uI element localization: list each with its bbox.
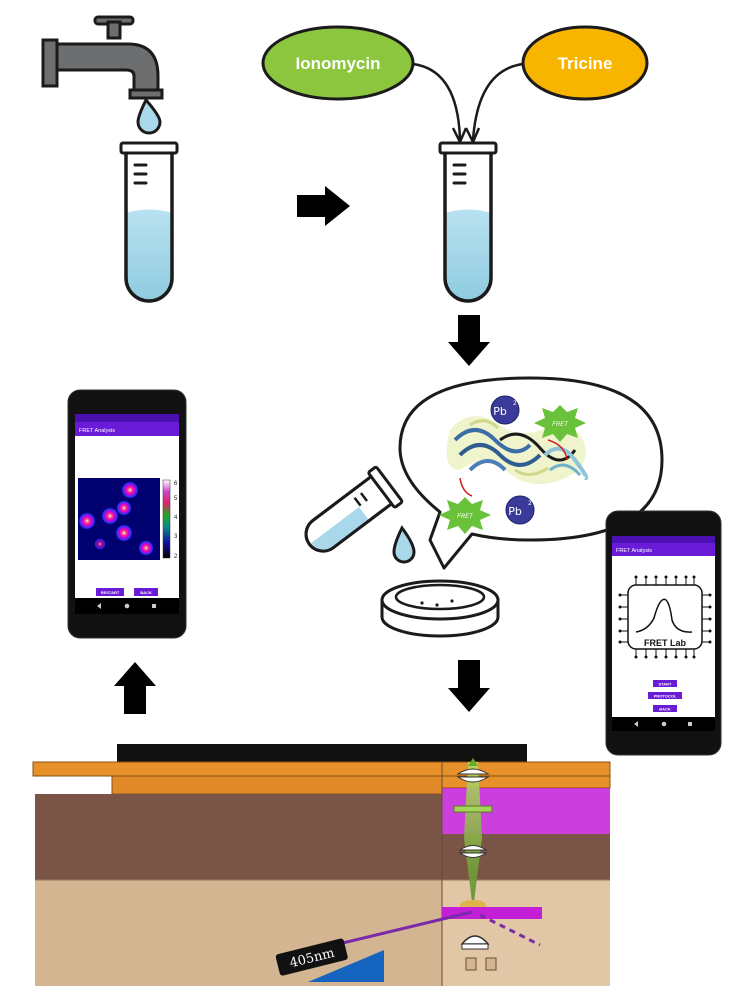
status-bar: [75, 414, 179, 422]
ionomycin-arrow: [412, 62, 462, 141]
chip-label: FRET Lab: [644, 638, 687, 648]
lens-icon: [456, 768, 490, 783]
svg-text:BACK: BACK: [659, 707, 671, 712]
faucet-icon: [41, 15, 164, 100]
arrow-down-icon: [448, 660, 490, 712]
pipette-tube-icon: [304, 465, 404, 553]
colorbar-tick: 6: [174, 481, 178, 487]
protocol-button[interactable]: PROTOCOL: [648, 692, 682, 699]
binding-arrow: [547, 439, 568, 461]
lead-ion-charge: 2+: [528, 500, 537, 507]
app-title: FRET Analysis: [616, 548, 652, 554]
back-button[interactable]: BACK: [653, 705, 677, 712]
led-icon: [460, 935, 497, 971]
lead-ion-bottom: Pb 2+: [505, 495, 537, 525]
back-button[interactable]: BACK: [134, 588, 158, 596]
emission-filter: [453, 805, 493, 813]
svg-text:RESTART: RESTART: [101, 590, 120, 595]
app-title: FRET Analysis: [79, 428, 115, 434]
restart-button[interactable]: RESTART: [96, 588, 124, 596]
lead-ion-symbol: Pb: [493, 405, 507, 418]
lead-ion-top: Pb 2+: [490, 395, 522, 425]
fret-burst-bottom: FRET: [439, 497, 491, 534]
nav-home-icon[interactable]: [661, 721, 667, 727]
nav-home-icon[interactable]: [124, 603, 130, 609]
reflected-beam: [479, 913, 541, 947]
colorbar-tick: 4: [174, 515, 178, 521]
fret-label: FRET: [457, 514, 474, 520]
nav-recents-icon[interactable]: [152, 604, 156, 608]
heatmap-colorbar: [162, 479, 171, 559]
reader-device-cross-section: 405nm: [32, 744, 611, 986]
smartphone-left: FRET Analysis 6 5 4 3 2 RESTART BACK: [67, 389, 187, 639]
binding-arrow: [459, 477, 473, 497]
nav-recents-icon[interactable]: [688, 722, 692, 726]
fret-burst-top: FRET: [534, 405, 586, 442]
sample-slide: [442, 907, 542, 919]
brown-block: [35, 794, 442, 880]
app-bar: [612, 543, 715, 556]
start-button[interactable]: START: [653, 680, 677, 687]
fret-chip-icon: FRET Lab: [618, 575, 712, 659]
ionomycin-label: Ionomycin: [295, 54, 380, 73]
tricine-label: Tricine: [558, 54, 613, 73]
orange-plate: [32, 761, 611, 777]
arrow-right-icon: [297, 186, 350, 226]
svg-text:PROTOCOL: PROTOCOL: [654, 694, 677, 699]
water-drop-icon: [392, 525, 416, 564]
colorbar-tick: 2: [174, 554, 178, 560]
lead-ion-charge: 2+: [513, 400, 522, 407]
arrow-down-icon: [448, 315, 490, 366]
smartphone-right: FRET Analysis: [605, 510, 722, 756]
optical-beam: [464, 762, 482, 910]
app-bar: [75, 422, 179, 436]
svg-text:START: START: [658, 682, 672, 687]
fret-label: FRET: [552, 422, 569, 428]
arrow-up-icon: [114, 662, 156, 714]
colorbar-tick: 5: [174, 496, 178, 502]
tricine-arrow: [471, 62, 524, 141]
ionomycin-oval: Ionomycin: [261, 25, 415, 101]
status-bar: [612, 536, 715, 543]
svg-text:BACK: BACK: [140, 590, 152, 595]
test-tube-icon: [119, 141, 179, 303]
nav-back-icon[interactable]: [634, 721, 638, 727]
colorbar-tick: 3: [174, 534, 178, 540]
lead-ion-symbol: Pb: [508, 505, 522, 518]
tricine-oval: Tricine: [521, 25, 649, 101]
phone-on-device: [117, 744, 527, 762]
lens-icon: [458, 845, 488, 858]
test-tube-mixed-icon: [438, 141, 498, 303]
nav-back-icon[interactable]: [97, 603, 101, 609]
laser-prism: [308, 950, 384, 982]
petri-dish-icon: [380, 579, 500, 638]
water-drop-icon: [136, 97, 162, 135]
